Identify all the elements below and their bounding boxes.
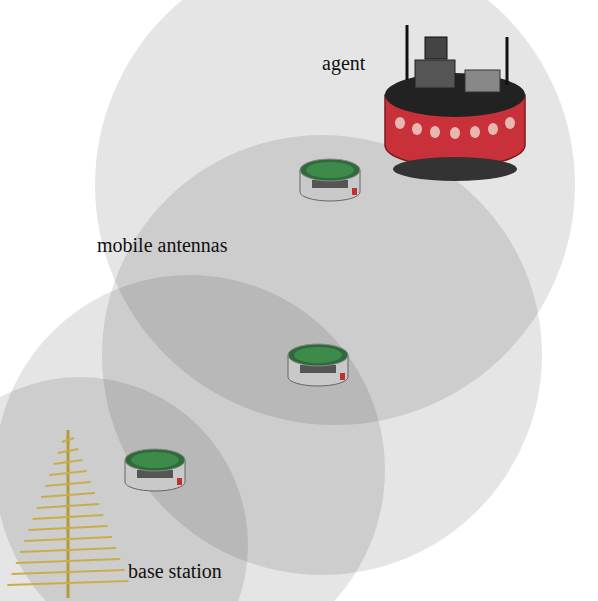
base-station-antenna (7, 430, 128, 598)
label: mobile antennas (97, 234, 228, 256)
range-circles (0, 0, 575, 601)
label: agent (322, 52, 365, 74)
label: base station (128, 560, 222, 582)
mobile-antenna (300, 159, 360, 201)
mobile-antenna (288, 344, 348, 386)
range-circle (0, 377, 248, 601)
agent-robot (385, 25, 525, 181)
mobile-antenna (125, 449, 185, 491)
